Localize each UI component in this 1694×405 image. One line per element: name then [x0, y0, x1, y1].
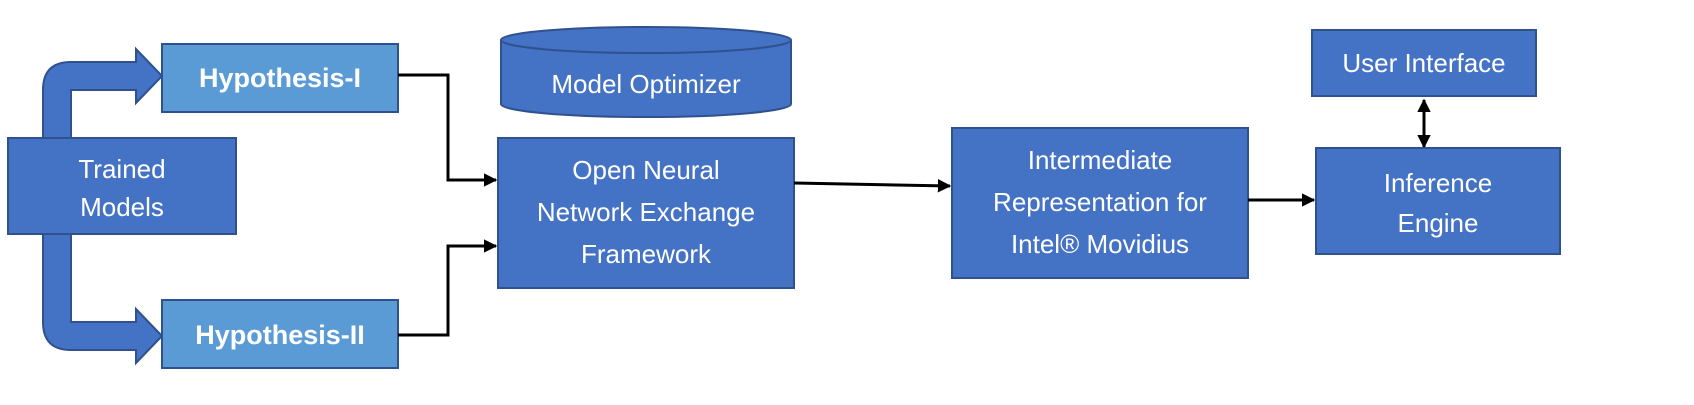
hypothesis-2-node: Hypothesis-II: [161, 299, 399, 369]
bent-arrow-to-hypothesis-2: [42, 233, 164, 366]
intermediate-line-2: Representation for: [993, 187, 1207, 217]
intermediate-line-1: Intermediate: [1028, 145, 1173, 175]
hypothesis-2-label: Hypothesis-II: [195, 320, 365, 350]
onnx-line-3: Framework: [581, 239, 712, 269]
intermediate-representation-node: Intermediate Representation for Intel® M…: [951, 127, 1249, 279]
model-optimizer-node: Model Optimizer: [500, 26, 792, 118]
onnx-framework-node: Open Neural Network Exchange Framework: [497, 137, 795, 289]
inference-engine-node: Inference Engine: [1315, 147, 1561, 255]
onnx-line-2: Network Exchange: [537, 197, 755, 227]
trained-models-line-2: Models: [80, 192, 164, 222]
trained-models-node: Trained Models: [7, 137, 237, 235]
hypothesis-1-node: Hypothesis-I: [161, 43, 399, 113]
trained-models-line-1: Trained: [78, 154, 165, 184]
connector-hypothesis-2-to-onnx: [398, 239, 498, 337]
intermediate-line-3: Intel® Movidius: [1011, 229, 1189, 259]
inference-engine-line-2: Engine: [1398, 208, 1479, 238]
inference-engine-line-1: Inference: [1384, 168, 1492, 198]
user-interface-label: User Interface: [1342, 48, 1505, 78]
hypothesis-1-label: Hypothesis-I: [199, 63, 361, 93]
connector-hypothesis-1-to-onnx: [398, 73, 498, 187]
user-interface-node: User Interface: [1311, 29, 1537, 97]
bent-arrow-to-hypothesis-1: [42, 46, 164, 139]
onnx-line-1: Open Neural: [572, 155, 719, 185]
model-optimizer-label: Model Optimizer: [551, 69, 741, 99]
connector-onnx-to-intermediate: [793, 179, 952, 193]
